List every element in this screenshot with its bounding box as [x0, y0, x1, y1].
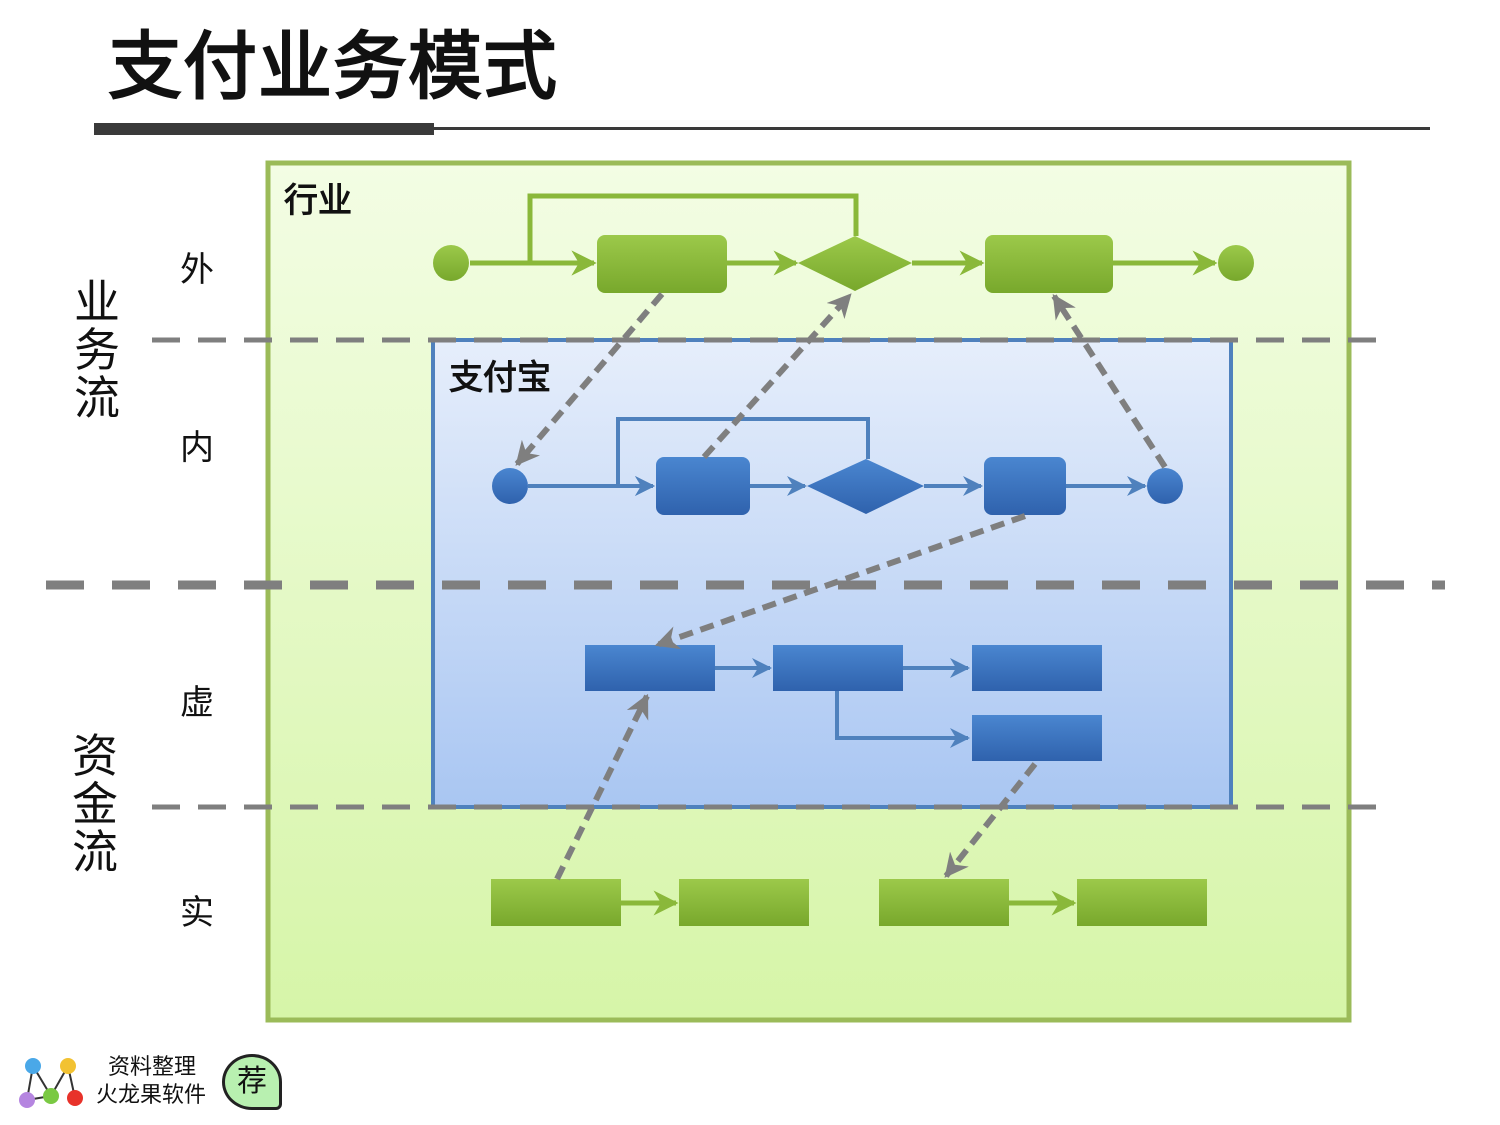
link-virtual-to-real	[943, 762, 1038, 878]
virtual-account-1	[585, 645, 715, 691]
footer-line1: 资料整理	[108, 1055, 197, 1080]
industry-process-2	[985, 235, 1113, 293]
industry-decision	[798, 236, 912, 291]
virtual-arrow-branch	[835, 691, 970, 748]
logo-icon	[19, 1058, 83, 1108]
real-account-3	[879, 879, 1009, 926]
industry-start-node	[433, 245, 469, 281]
alipay-loop	[616, 417, 870, 496]
page-title: 支付业务模式	[108, 24, 558, 110]
industry-loop	[527, 193, 859, 276]
alipay-process-2	[984, 457, 1066, 515]
industry-end-node	[1218, 245, 1254, 281]
alipay-start-node	[492, 468, 528, 504]
alipay-decision	[807, 459, 924, 514]
alipay-end-node	[1147, 468, 1183, 504]
industry-process-1	[597, 235, 727, 293]
recommend-badge: 荐	[222, 1054, 282, 1110]
cross-links	[514, 292, 1168, 881]
industry-label: 行业	[284, 181, 352, 221]
title-underline	[94, 127, 1430, 130]
alipay-container	[431, 338, 1233, 809]
footer-line2: 火龙果软件	[96, 1083, 207, 1108]
business-flow-text: 业务流	[74, 275, 120, 425]
lane-real: 实	[180, 893, 214, 933]
alipay-process-1	[656, 457, 750, 515]
virtual-account-3	[972, 645, 1102, 691]
alipay-flow	[492, 417, 1183, 515]
business-flow-label: 业务流	[67, 278, 127, 422]
link-real-to-virtual	[554, 693, 650, 881]
link-alipay-end-to-industry	[1051, 293, 1168, 469]
lane-virtual: 虚	[180, 683, 214, 723]
virtual-account-4	[972, 715, 1102, 761]
fund-flow-label: 资金流	[65, 732, 125, 876]
virtual-account-2	[773, 645, 903, 691]
real-account-1	[491, 879, 621, 926]
alipay-label: 支付宝	[449, 358, 551, 398]
link-industry-to-alipay-start	[514, 292, 665, 466]
real-account-2	[679, 879, 809, 926]
industry-flow	[433, 193, 1254, 293]
virtual-fund-flow	[585, 645, 1102, 761]
lane-inner: 内	[180, 428, 214, 468]
title-underline-accent	[94, 123, 434, 135]
real-fund-flow	[491, 879, 1207, 926]
real-account-4	[1077, 879, 1207, 926]
link-alipay-to-industry-decision	[701, 292, 853, 460]
fund-flow-text: 资金流	[72, 729, 118, 879]
lane-outer: 外	[180, 250, 214, 290]
